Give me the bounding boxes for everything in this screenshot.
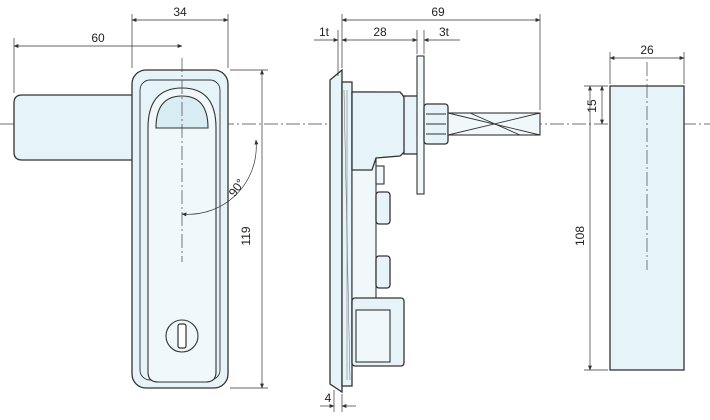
side-screw-1 [375, 191, 391, 225]
shaft-cross-3 [469, 112, 521, 136]
dim-60-label: 60 [91, 31, 105, 45]
side-cam-plate [416, 55, 425, 195]
side-screw-cap [375, 165, 385, 185]
dim-119-label: 119 [239, 226, 253, 245]
dim-90-label: 90° [226, 176, 248, 199]
side-view: 69 1t 28 3t 4 [314, 5, 541, 412]
dim-69-label: 69 [431, 5, 445, 19]
dim-108-label: 108 [573, 226, 587, 246]
key-slot [177, 323, 187, 349]
front-view: 90° 34 60 119 [13, 5, 268, 389]
dim-4-label: 4 [325, 391, 332, 405]
rotation-arc [181, 139, 259, 217]
side-shaft-block [403, 95, 419, 155]
front-boss [13, 94, 135, 161]
cutout-view: 26 15 108 [573, 43, 685, 371]
side-back-plate [329, 68, 343, 394]
dim-1t-label: 1t [319, 25, 330, 39]
dim-26-label: 26 [640, 43, 654, 57]
side-screw-2 [375, 255, 391, 289]
dim-3t-label: 3t [439, 25, 450, 39]
dim-15-label: 15 [585, 99, 599, 113]
dim-28-label: 28 [373, 25, 387, 39]
side-lock-inner [355, 309, 391, 363]
dim-34-label: 34 [173, 5, 187, 19]
side-hub [351, 91, 409, 171]
